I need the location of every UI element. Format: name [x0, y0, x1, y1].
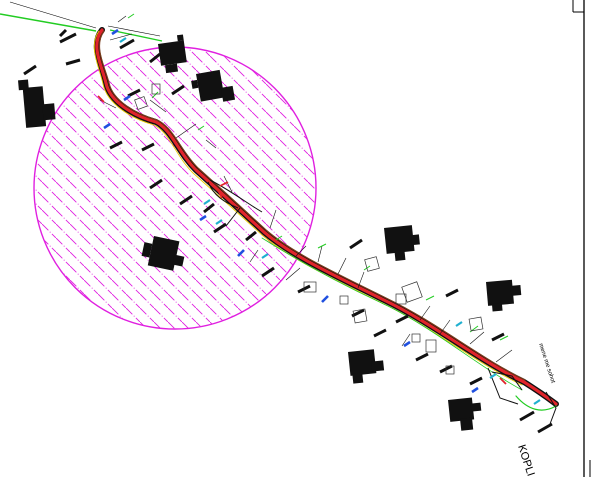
route-red-line [95, 28, 558, 406]
building-block [486, 279, 522, 312]
protection-zone [33, 46, 317, 330]
building-block [191, 69, 236, 102]
green-ticks [127, 13, 509, 341]
building-block [18, 79, 56, 128]
cyan-markers [119, 37, 541, 405]
building-block [141, 236, 185, 271]
red-accent-marks [97, 95, 507, 385]
route-bottom-green-curve [515, 395, 557, 411]
building-block [348, 349, 385, 384]
leader-lines [99, 15, 513, 363]
boundary-green-lines [0, 1, 163, 42]
branch-roads [207, 179, 557, 425]
blue-markers [103, 28, 479, 394]
building-block [448, 397, 482, 431]
route-corridor [93, 27, 559, 411]
drawing-frame [572, 0, 591, 477]
building-block [384, 225, 420, 261]
route-green-edge [261, 237, 523, 391]
route-brown-line [98, 30, 526, 381]
side-note-label: mene me sohot [537, 343, 556, 385]
protection-zone-circle [33, 46, 317, 330]
parcel-outlines [134, 83, 484, 375]
building-blocks [18, 34, 522, 431]
building-block [158, 34, 187, 74]
place-label-kopli: KOPLI [515, 443, 536, 477]
